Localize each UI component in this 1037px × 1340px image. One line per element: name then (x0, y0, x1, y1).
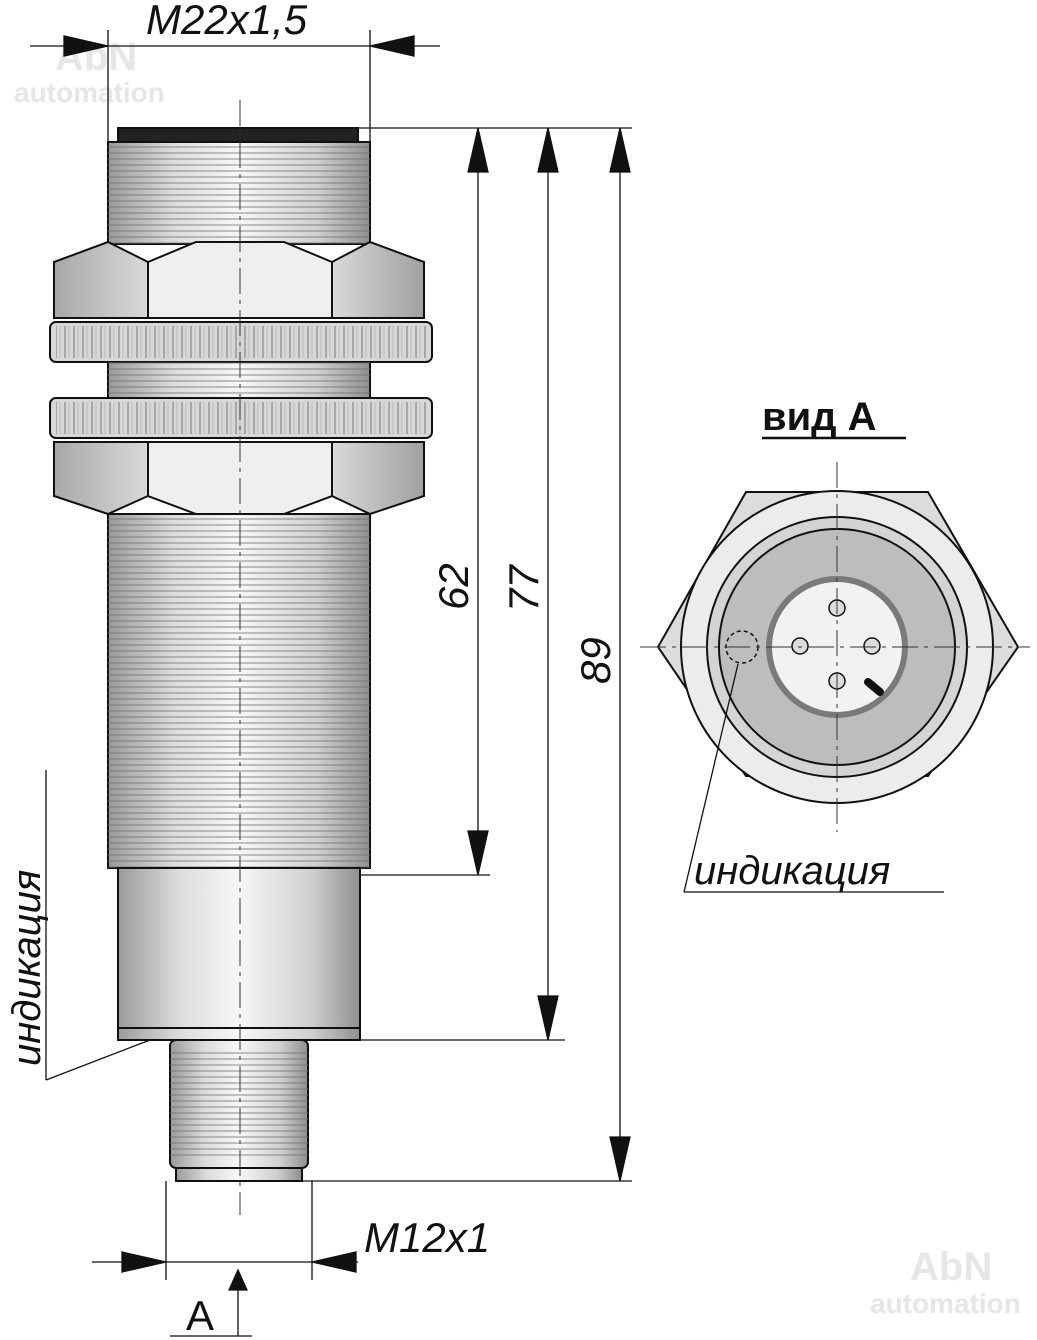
key-notch (864, 678, 884, 696)
dim-77-label: 77 (500, 564, 547, 612)
indication-label-view: индикация (694, 849, 890, 893)
watermark-bottom: AbN automation (870, 1245, 1021, 1319)
upper-hex-nut (53, 240, 425, 319)
sensor-side-view (49, 127, 433, 1182)
lower-hex-nut (53, 441, 425, 516)
svg-text:automation: automation (14, 77, 165, 108)
connector-base (175, 1167, 303, 1182)
dim-62-label: 62 (430, 563, 477, 610)
view-a-centerlines (640, 462, 1030, 832)
thread-label-m12: M12x1 (364, 1214, 490, 1261)
view-a-title: вид А (762, 395, 877, 439)
sensor-face-cap (117, 127, 359, 143)
svg-text:AbN: AbN (910, 1245, 992, 1289)
svg-text:automation: automation (870, 1288, 1021, 1319)
view-marker-label: А (186, 1292, 214, 1339)
indication-leader-view (683, 663, 944, 893)
pin-right (863, 637, 881, 655)
dimension-lines (30, 30, 632, 1337)
pin-left (791, 637, 809, 655)
dim-89-label: 89 (572, 637, 619, 684)
view-a-face (656, 490, 1020, 804)
indication-label-side: индикация (5, 870, 49, 1066)
body-collar (117, 1027, 361, 1041)
thread-label-m22: M22x1,5 (146, 0, 308, 43)
smooth-body (117, 867, 361, 1029)
watermark-top: AbN automation (14, 35, 165, 108)
